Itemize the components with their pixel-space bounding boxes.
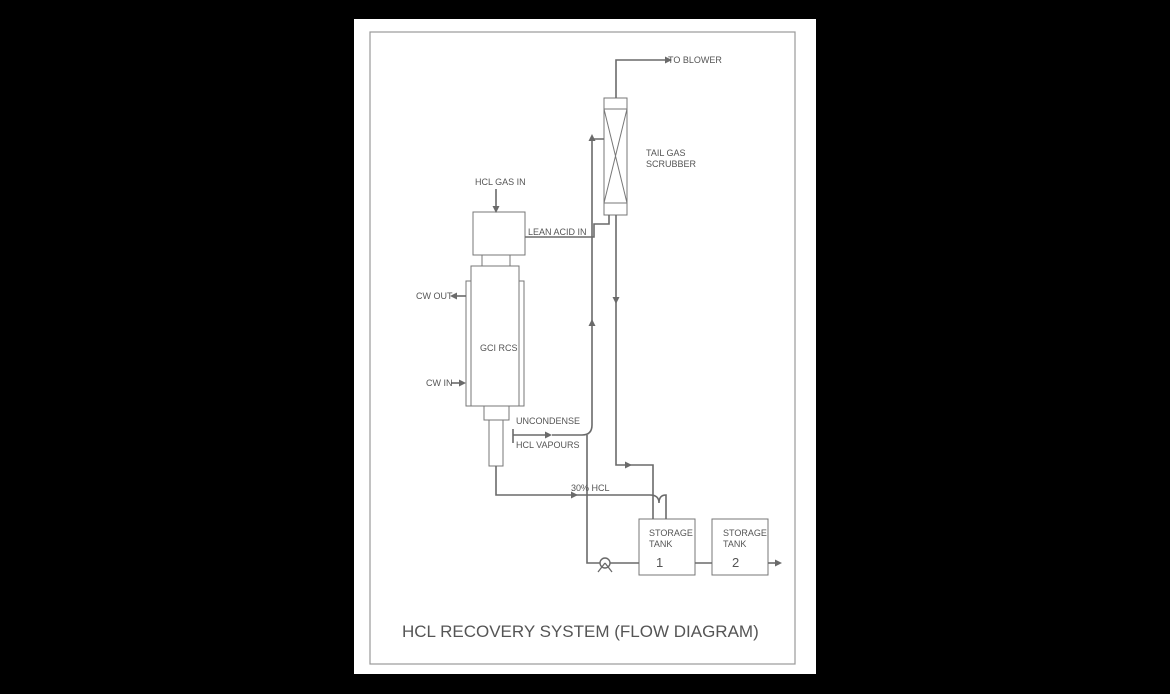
arrow-uncondense <box>545 431 552 439</box>
gci-rcs-column <box>470 265 520 407</box>
storage-tank-2 <box>711 518 769 576</box>
arrow-to-blower <box>665 56 672 64</box>
absorber-neck <box>481 254 511 267</box>
line-recirculation <box>586 435 639 564</box>
label-tank1-storage: STORAGE <box>649 528 693 538</box>
line-scrubber-to-tank1 <box>615 215 654 519</box>
pump-leg-right <box>604 562 613 573</box>
arrow-to-tank1-top <box>625 461 632 469</box>
label-tank1-tank: TANK <box>649 539 672 549</box>
label-tank2-tank: TANK <box>723 539 746 549</box>
label-tank2-number: 2 <box>732 555 739 570</box>
scrubber-packing-cross-2 <box>603 108 628 204</box>
arrow-cw-out <box>450 292 457 300</box>
label-cw-in: CW IN <box>426 378 453 388</box>
label-cw-out: CW OUT <box>416 291 453 301</box>
label-tank2-storage: STORAGE <box>723 528 767 538</box>
diagram-title: HCL RECOVERY SYSTEM (FLOW DIAGRAM) <box>402 622 759 641</box>
label-scrubber: SCRUBBER <box>646 159 697 169</box>
line-lean-acid-in <box>525 215 610 238</box>
pump-leg-left <box>597 562 606 573</box>
label-hcl-vapours: HCL VAPOURS <box>516 440 580 450</box>
label-hcl-gas-in: HCL GAS IN <box>475 177 526 187</box>
label-uncondense: UNCONDENSE <box>516 416 580 426</box>
storage-tank-1 <box>638 518 696 576</box>
arrow-tank2-outlet <box>775 559 782 567</box>
label-30-hcl: 30% HCL <box>571 483 610 493</box>
arrow-cw-in <box>459 379 466 387</box>
line-vapours-to-scrubber <box>552 138 604 436</box>
frame-border <box>369 31 796 665</box>
arrow-downcomer <box>612 297 620 304</box>
arrow-vapours-up <box>588 319 596 326</box>
hcl-recovery-flow-diagram: TO BLOWER TAIL GAS SCRUBBER HCL GAS IN L… <box>369 31 796 665</box>
diagram-sheet: TO BLOWER TAIL GAS SCRUBBER HCL GAS IN L… <box>354 19 816 674</box>
label-lean-acid-in: LEAN ACID IN <box>528 227 587 237</box>
column-bottom-pipe <box>488 419 504 467</box>
arrow-scrubber-inlet <box>588 134 596 141</box>
label-gci-rcs: GCI RCS <box>480 343 518 353</box>
label-tank1-number: 1 <box>656 555 663 570</box>
label-tail-gas: TAIL GAS <box>646 148 686 158</box>
label-to-blower: TO BLOWER <box>668 55 722 65</box>
arrow-30-hcl <box>571 491 578 499</box>
absorber-top-box <box>472 211 526 256</box>
column-bottom-neck <box>483 405 510 421</box>
arrow-hcl-gas-in <box>492 206 500 213</box>
line-to-blower <box>615 59 666 98</box>
line-30-hcl <box>495 466 667 519</box>
